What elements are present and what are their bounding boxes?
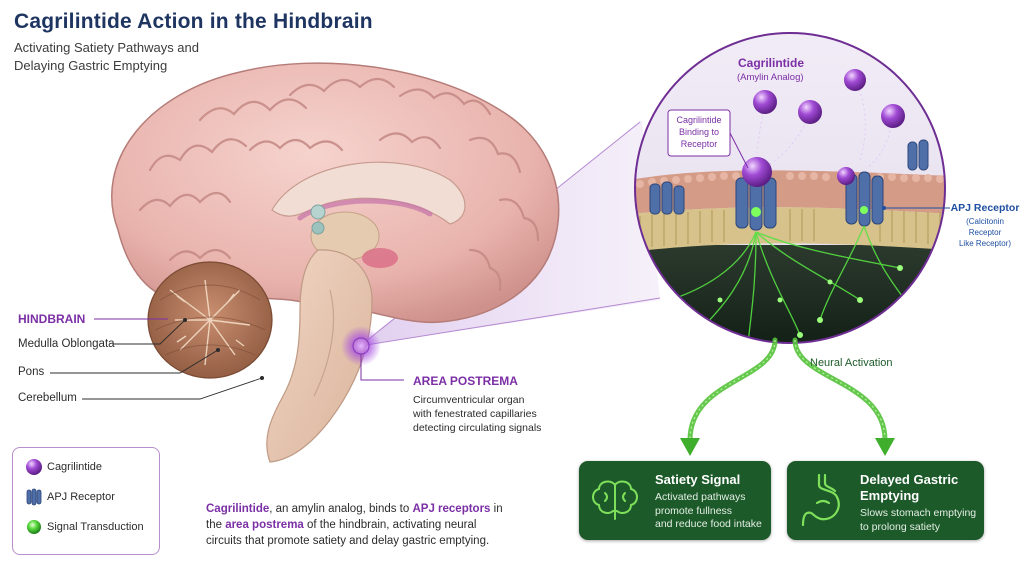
area-postrema-line-2: with fenestrated capillaries xyxy=(413,408,537,420)
satiety-line-2: promote fullness xyxy=(655,504,733,517)
subtitle-line-1: Activating Satiety Pathways and xyxy=(14,40,199,55)
medulla-leader xyxy=(113,319,186,345)
legend-label-signal: Signal Transduction xyxy=(47,521,144,533)
summary-part-4: in the xyxy=(206,503,503,531)
pons-label: Pons xyxy=(18,366,45,378)
apj-receptor-label: APJ Receptor xyxy=(950,202,1020,214)
area-postrema-line-3: detecting circulating signals xyxy=(413,422,542,434)
legend-label-cagrilintide: Cagrilintide xyxy=(47,461,103,473)
legend-item-apj-receptor: APJ Receptor xyxy=(13,487,115,507)
drug-name-label: Cagrilintide xyxy=(738,56,805,70)
brain-icon xyxy=(592,480,638,520)
legend: Cagrilintide APJ Receptor Signal Transdu… xyxy=(12,447,160,555)
cagrilintide-molecule xyxy=(881,104,905,128)
pons-leader xyxy=(50,349,219,374)
delayed-gastric-emptying-card: Delayed Gastric Emptying Slows stomach e… xyxy=(787,461,984,540)
drug-description-label: (Amylin Analog) xyxy=(737,72,804,83)
zoom-circle xyxy=(634,32,946,344)
summary-receptor: APJ receptors xyxy=(412,503,491,515)
legend-label-apj-receptor: APJ Receptor xyxy=(47,491,115,503)
binding-line-2: Binding to xyxy=(678,127,720,137)
satiety-card-description: Activated pathways promote fullness and … xyxy=(655,491,762,532)
cagrilintide-icon xyxy=(26,459,42,475)
subtitle-line-2: Delaying Gastric Emptying xyxy=(14,58,168,73)
area-postrema-heading: AREA POSTREMA xyxy=(413,374,518,388)
gastric-card-title: Delayed Gastric Emptying xyxy=(860,472,958,504)
satiety-card-title: Satiety Signal xyxy=(655,472,741,487)
satiety-line-3: and reduce food intake xyxy=(655,518,762,530)
cagrilintide-molecule-bound xyxy=(742,157,772,187)
cagrilintide-molecule xyxy=(844,69,866,91)
neural-activation-label: Neural Activation xyxy=(810,357,893,369)
arrow-head-right xyxy=(875,438,895,456)
binding-label: Cagrilintide Binding to Receptor xyxy=(670,114,728,150)
gastric-line-2: to prolong satiety xyxy=(860,520,940,533)
area-postrema-description: Circumventricular organ with fenestrated… xyxy=(413,393,541,435)
area-postrema-glow xyxy=(341,326,381,366)
brainstem xyxy=(266,249,373,463)
binding-line-3: Receptor xyxy=(680,139,718,149)
zoom-line-bottom xyxy=(359,297,661,347)
cagrilintide-molecule xyxy=(837,167,855,185)
summary-drug: Cagrilintide xyxy=(206,503,270,515)
satiety-line-1: Activated pathways xyxy=(655,491,746,503)
stomach-icon xyxy=(801,473,840,527)
cerebellum-label: Cerebellum xyxy=(18,392,77,404)
gastric-line-1: Slows stomach emptying xyxy=(860,507,977,519)
gastric-card-description: Slows stomach emptying to prolong satiet… xyxy=(860,507,976,534)
summary-part-6: of the hindbrain, activating neural circ… xyxy=(206,519,490,547)
satiety-signal-card: Satiety Signal Activated pathways promot… xyxy=(579,461,771,540)
cagrilintide-molecule xyxy=(753,90,777,114)
binding-line-1: Cagrilintide xyxy=(676,115,722,125)
legend-item-signal: Signal Transduction xyxy=(13,517,144,537)
medulla-label: Medulla Oblongata xyxy=(18,338,115,350)
legend-item-cagrilintide: Cagrilintide xyxy=(13,457,102,477)
summary-text: Cagrilintide, an amylin analog, binds to… xyxy=(206,501,506,549)
summary-area: area postrema xyxy=(225,519,304,531)
apj-receptor-callout: APJ Receptor (Calcitonin Receptor Like R… xyxy=(950,202,1020,249)
arrow-head-left xyxy=(680,438,700,456)
area-postrema-leader xyxy=(360,354,404,381)
brain-illustration xyxy=(111,62,560,463)
receptor-icon xyxy=(26,488,42,506)
area-postrema-line-1: Circumventricular organ xyxy=(413,394,525,406)
apj-receptor-desc-2: Like Receptor) xyxy=(958,239,1012,248)
summary-part-2: , an amylin analog, binds to xyxy=(269,503,413,515)
gastric-title-line-2: Emptying xyxy=(860,488,920,503)
signal-transduction-icon xyxy=(27,520,41,534)
page-title: Cagrilintide Action in the Hindbrain xyxy=(14,10,373,33)
gastric-title-line-1: Delayed Gastric xyxy=(860,472,959,487)
cagrilintide-molecule xyxy=(798,100,822,124)
hindbrain-label: HINDBRAIN xyxy=(18,312,86,326)
cerebellum-leader xyxy=(82,377,263,400)
apj-receptor-desc-1: (Calcitonin Receptor xyxy=(966,217,1004,237)
neural-activation-arrows xyxy=(687,337,888,443)
